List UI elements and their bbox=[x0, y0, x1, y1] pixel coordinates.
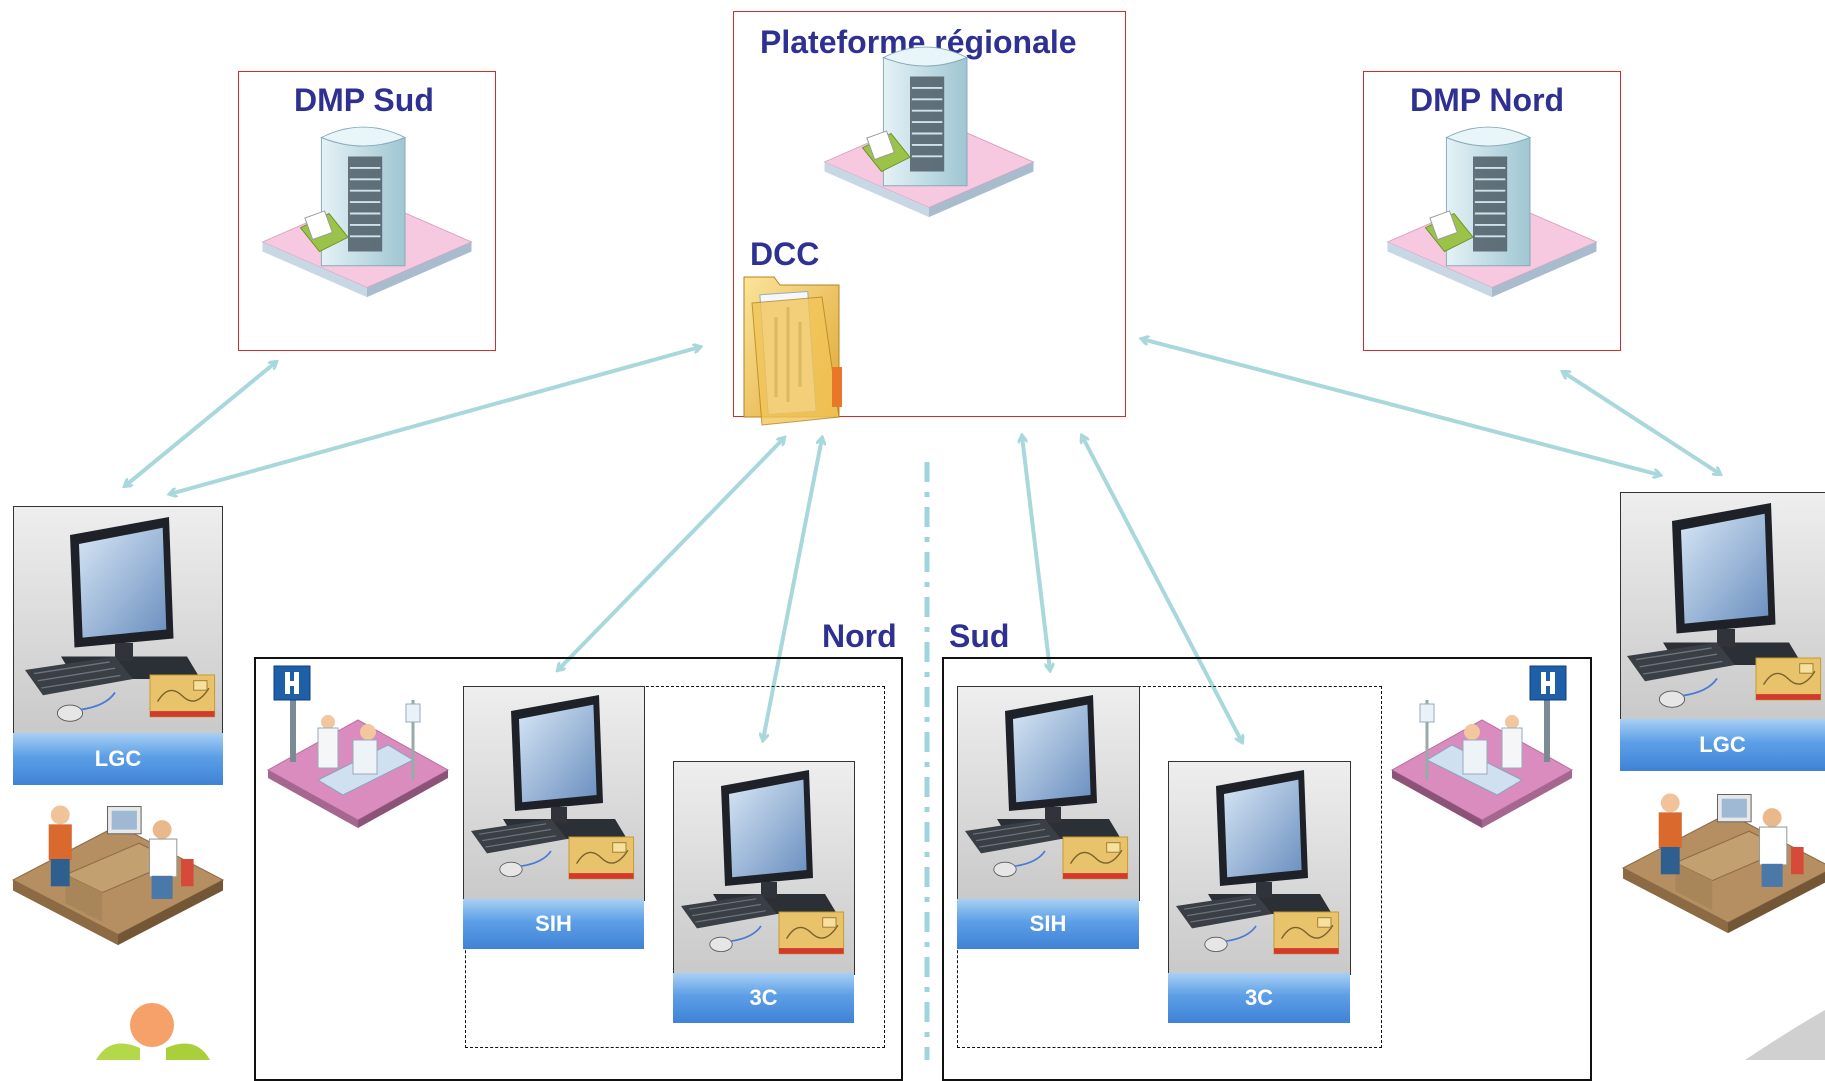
arrows bbox=[125, 339, 1720, 742]
lgc-left-tile bbox=[13, 506, 223, 735]
arrow-platform-3c-sud bbox=[1082, 436, 1242, 742]
arrow-platform-sih-sud bbox=[1022, 436, 1050, 670]
arrow-platform-lgc-left bbox=[170, 347, 700, 494]
arrow-dmpnord-lgc-right bbox=[1563, 372, 1720, 474]
3c-sud-tile bbox=[1168, 761, 1351, 975]
dcc-label: DCC bbox=[750, 236, 820, 272]
3c-nord-label: 3C bbox=[673, 973, 854, 1023]
arrow-platform-sih-nord bbox=[558, 438, 784, 670]
arrow-platform-3c-nord bbox=[763, 438, 822, 740]
nord-title: Nord bbox=[822, 618, 897, 654]
dmp-nord-box: DMP Nord bbox=[1363, 71, 1621, 351]
3c-nord-tile bbox=[673, 761, 855, 975]
lgc-right-label: LGC bbox=[1620, 719, 1825, 771]
lgc-right-tile bbox=[1620, 492, 1825, 721]
3c-sud-label: 3C bbox=[1168, 973, 1350, 1023]
sih-sud-tile bbox=[957, 686, 1140, 901]
lgc-left-label: LGC bbox=[13, 733, 223, 785]
sih-nord-label: SIH bbox=[463, 899, 644, 949]
plateforme-box: Plateforme régionale DCC bbox=[733, 11, 1126, 426]
dmp-nord-title: DMP Nord bbox=[1410, 82, 1565, 118]
folder-icon bbox=[743, 276, 842, 426]
dmp-sud-title: DMP Sud bbox=[294, 82, 434, 118]
sih-sud-label: SIH bbox=[957, 899, 1139, 949]
sih-nord-tile bbox=[463, 686, 645, 901]
sud-title: Sud bbox=[949, 618, 1010, 654]
dmp-sud-box: DMP Sud bbox=[238, 71, 496, 351]
